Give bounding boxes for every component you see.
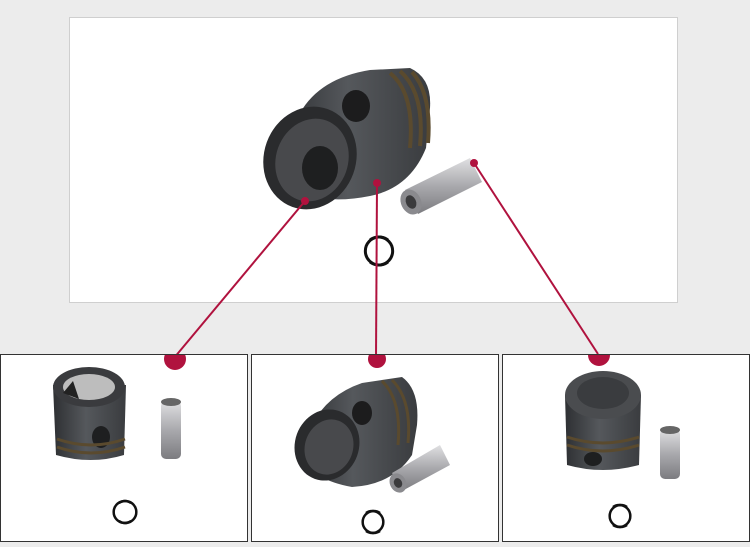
main-product-panel <box>69 17 678 303</box>
piston-pin-icon <box>389 445 450 493</box>
connector-marker <box>164 355 186 370</box>
piston-icon <box>263 68 431 210</box>
angled-top-view-image <box>53 355 186 525</box>
snap-ring-icon <box>363 235 395 267</box>
side-view-panel <box>251 354 499 542</box>
connector-marker <box>588 355 610 366</box>
piston-icon <box>294 377 418 487</box>
angled-top-view-panel <box>0 354 248 542</box>
snap-ring-icon <box>608 503 632 529</box>
piston-pin-icon <box>400 158 482 215</box>
main-product-image <box>263 68 482 267</box>
side-view-image <box>294 355 450 535</box>
connector-marker <box>368 355 386 368</box>
piston-pin-icon <box>161 398 181 459</box>
crown-view-image <box>565 355 680 529</box>
piston-icon <box>53 367 126 460</box>
piston-pin-icon <box>660 426 680 479</box>
crown-view-panel <box>502 354 750 542</box>
snap-ring-icon <box>361 509 385 535</box>
piston-icon <box>565 371 641 470</box>
snap-ring-icon <box>112 499 138 525</box>
